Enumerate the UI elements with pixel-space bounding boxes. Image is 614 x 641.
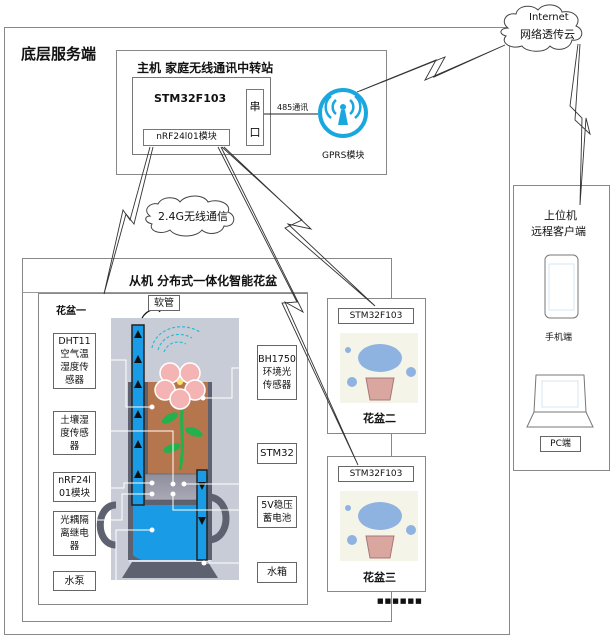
link-485-label: 485通讯 [277,103,309,112]
wireless-link-host-pot1 [103,146,154,295]
pot1-title: 花盆一 [56,306,86,317]
bh1750-light-sensor-label: BH1750 环境光 传感器 [257,345,297,400]
hose-label: 软管 [148,295,180,311]
gprs-icon [318,88,368,138]
host-title: 主机 家庭无线通讯中转站 [137,61,274,75]
more-pots-ellipsis: ■■■■■■ [377,597,423,605]
water-tank-label: 水箱 [257,562,297,583]
internet-cloud-icon [500,4,583,52]
slave-title: 从机 分布式一体化智能花盆 [129,274,278,288]
wireless-link-internet-client [569,43,591,206]
battery-label: 5V稳压 蓄电池 [257,496,297,528]
client-title-line1: 上位机 [544,209,577,222]
pot2-mcu-label: STM32F103 [338,308,414,324]
stm32-label: STM32 [257,443,297,464]
wireless-link-host-pot2 [221,146,376,307]
smart-pot-illustration [96,308,258,583]
pot2-flower-image [340,333,418,403]
client-title-line2: 远程客户端 [531,225,586,238]
nrf24l01-module-label: nRF24l 01模块 [53,472,96,502]
laptop-icon [526,374,594,428]
phone-icon [544,254,579,319]
serial-port-box: 串 口 [246,89,264,146]
wireless-cloud-label: 2.4G无线通信 [158,210,229,223]
wireless-cloud-icon [145,195,235,237]
gprs-label: GPRS模块 [322,151,365,161]
bottom-service-title: 底层服务端 [21,45,97,63]
dht11-sensor-label: DHT11 空气温 湿度传 感器 [53,333,96,389]
serial-port-char-2: 口 [249,126,261,139]
host-mcu-label: STM32F103 [154,92,227,105]
optocoupler-relay-label: 光耦隔 离继电 器 [53,511,96,556]
water-pump-label: 水泵 [53,571,96,591]
host-rf-module-box: nRF24l01模块 [143,129,230,146]
pot2-name: 花盆二 [363,412,396,425]
wireless-link-host-pot3 [217,146,359,466]
pc-label: PC端 [540,436,581,452]
soil-humidity-sensor-label: 土壤湿 度传感 器 [53,411,96,455]
host-rf-module-label: nRF24l01模块 [156,132,217,142]
pot3-name: 花盆三 [363,571,396,584]
internet-cloud-line2: 网络透传云 [520,28,575,41]
pot3-flower-image [340,491,418,561]
internet-cloud-line1: Internet [529,12,569,23]
serial-port-char-1: 串 [249,100,261,113]
phone-label: 手机端 [545,333,573,343]
wireless-link-gprs-internet [356,44,506,93]
pot3-mcu-label: STM32F103 [338,466,414,482]
